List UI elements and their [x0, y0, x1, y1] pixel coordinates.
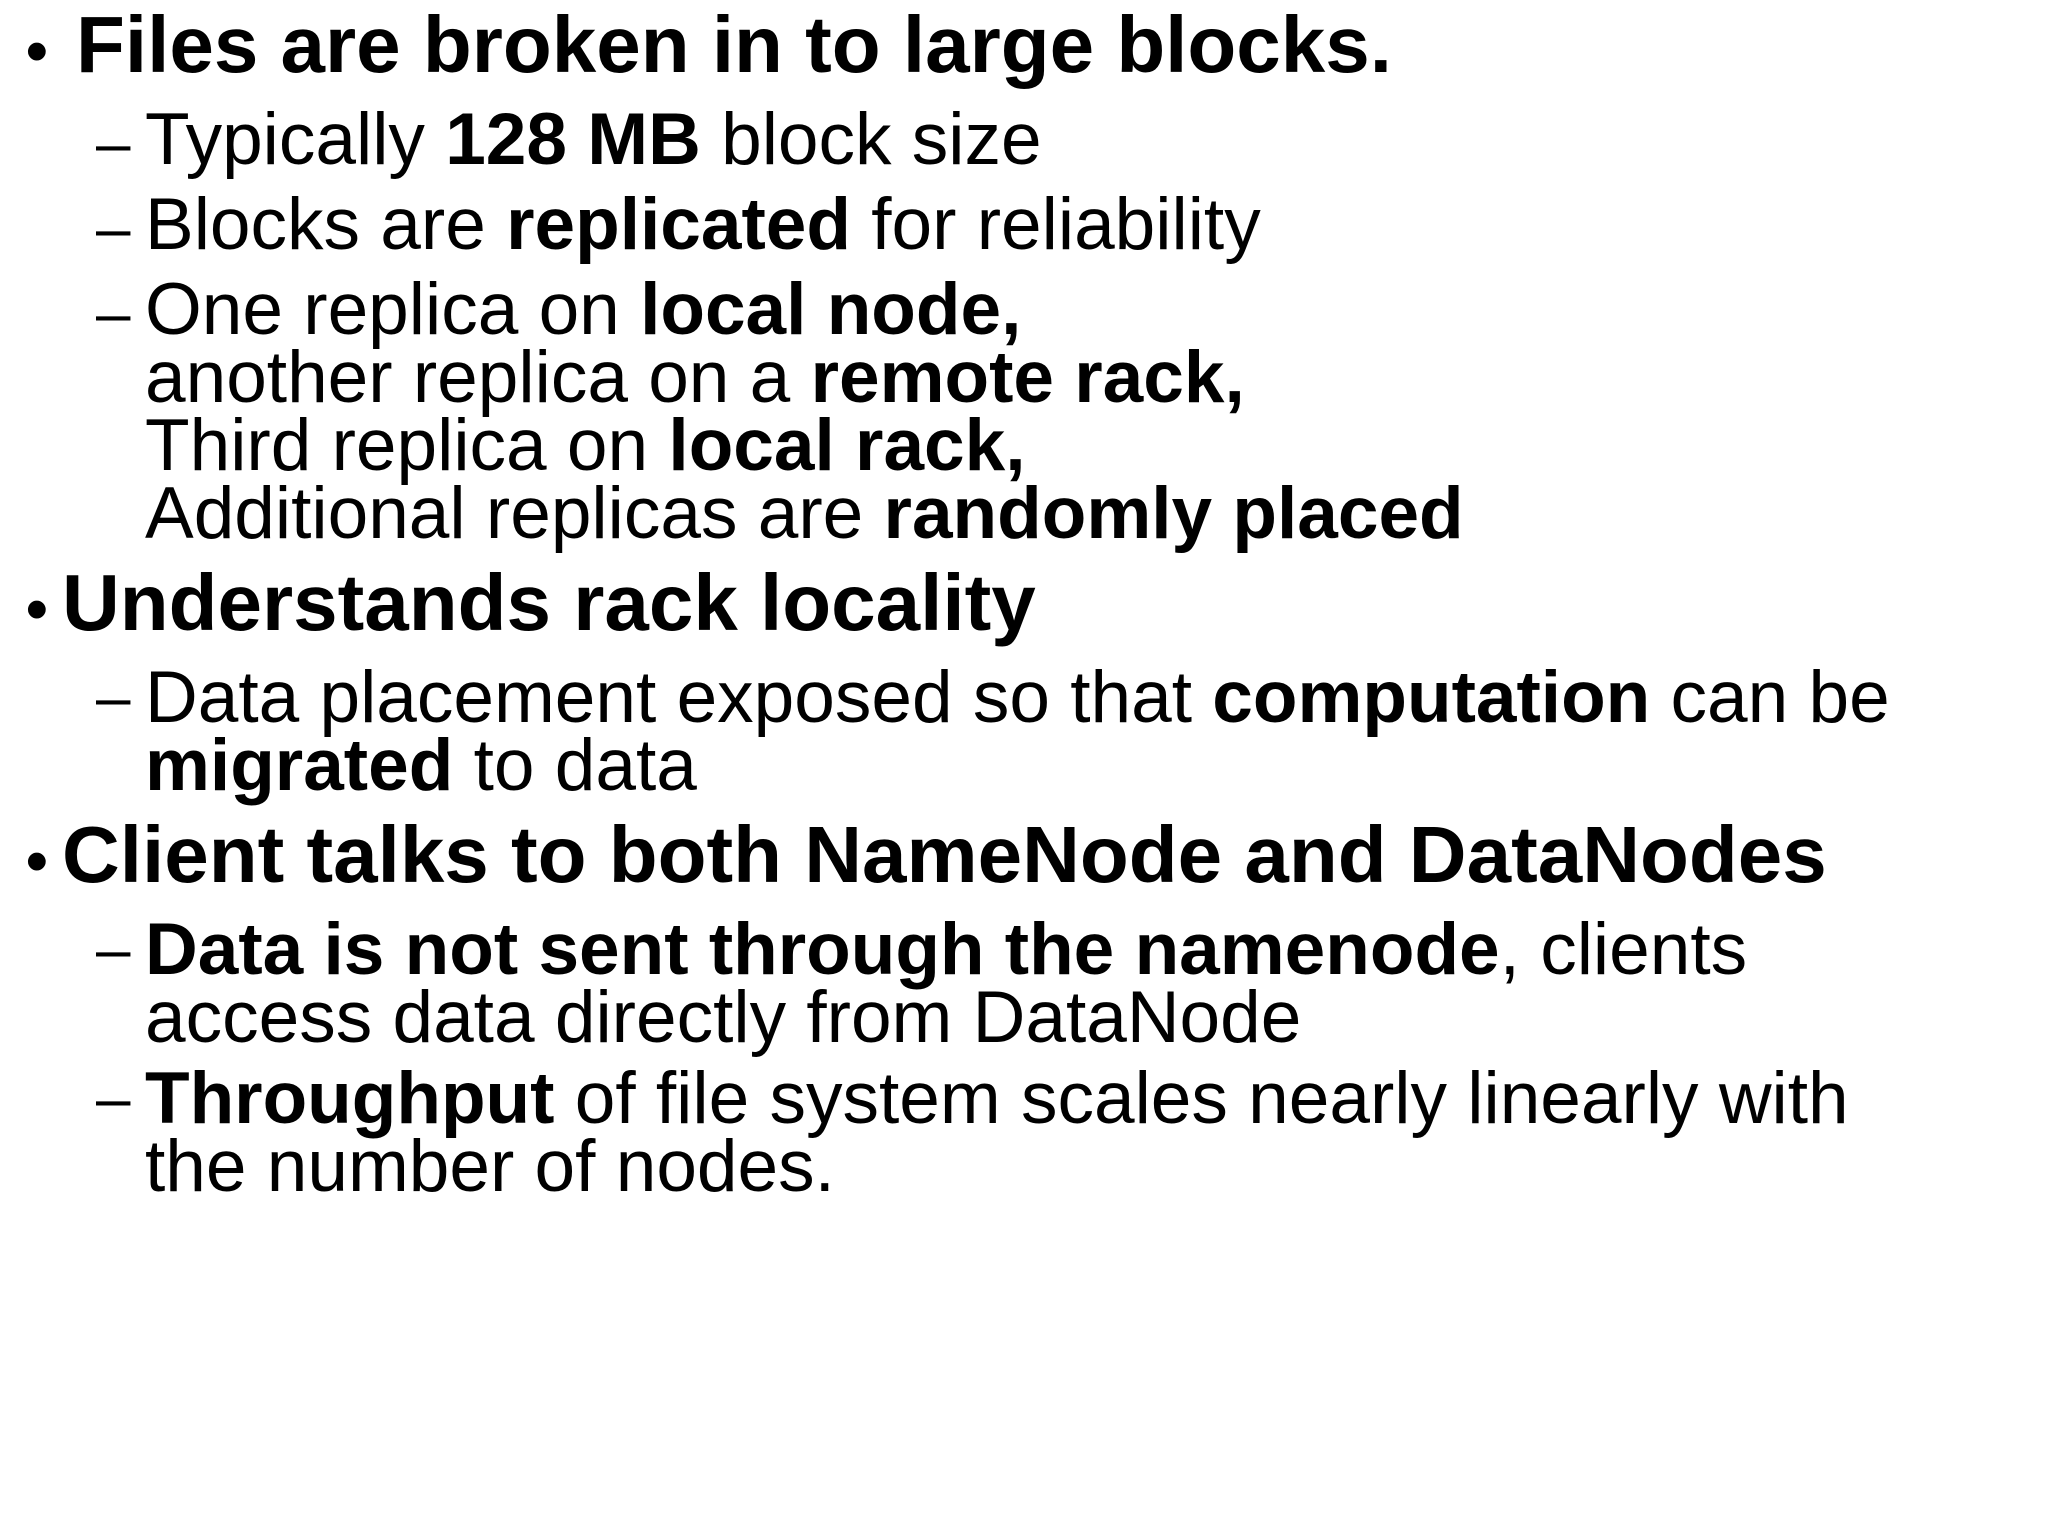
- bullet-level2-body: Blocks are replicated for reliability: [145, 188, 1261, 261]
- placement-line-2: another replica on a remote rack,: [145, 341, 1464, 414]
- run-text-bold: computation: [1212, 657, 1651, 738]
- bullet-dash-icon: –: [96, 194, 131, 263]
- bullet-level2-data-placement: – Data placement exposed so that computa…: [0, 661, 2048, 802]
- bullet-dot-icon: •: [26, 17, 48, 86]
- run-text: Third replica on: [145, 405, 669, 486]
- run-text-bold: migrated: [145, 725, 454, 806]
- bullet-level2-throughput: – Throughput of file system scales nearl…: [0, 1062, 2048, 1203]
- run-text: another replica on a: [145, 337, 811, 418]
- run-text-bold: replicated: [506, 184, 851, 265]
- bullet-level2-body: Typically 128 MB block size: [145, 103, 1042, 176]
- placement-line-3: Third replica on local rack,: [145, 409, 1464, 482]
- run-text: , clients access data directly from Data…: [145, 909, 1748, 1058]
- bullet-dot-icon: •: [26, 827, 48, 896]
- bullet-dot-icon: •: [26, 575, 48, 644]
- bullet-level1-text: Client talks to both NameNode and DataNo…: [62, 810, 1827, 899]
- placement-line-1: One replica on local node,: [145, 273, 1464, 346]
- bullet-level2-body: Data is not sent through the namenode, c…: [145, 913, 1935, 1054]
- bullet-level1-files: • Files are broken in to large blocks.: [0, 4, 2048, 93]
- run-text: Typically: [145, 99, 446, 180]
- run-text-bold: Data is not sent through the namenode: [145, 909, 1500, 990]
- run-text: Blocks are: [145, 184, 507, 265]
- run-text: can be: [1650, 657, 1890, 738]
- bullet-level2-replication: – Blocks are replicated for reliability: [0, 188, 2048, 263]
- bullet-level2-body: One replica on local node, another repli…: [145, 273, 1464, 550]
- run-text-bold: remote rack,: [810, 337, 1245, 418]
- bullet-level2-body: Throughput of file system scales nearly …: [145, 1062, 1935, 1203]
- run-text-bold: local rack,: [668, 405, 1026, 486]
- bullet-level2-blocksize: – Typically 128 MB block size: [0, 103, 2048, 178]
- bullet-level1-client-talks: • Client talks to both NameNode and Data…: [0, 814, 2048, 903]
- run-text: One replica on: [145, 269, 641, 350]
- run-text: to data: [453, 725, 697, 806]
- bullet-level1-text: Understands rack locality: [62, 558, 1036, 647]
- run-text: block size: [700, 99, 1042, 180]
- run-text: of file system scales nearly linearly wi…: [145, 1058, 1849, 1207]
- run-text: Additional replicas are: [145, 473, 884, 554]
- run-text: for reliability: [850, 184, 1261, 265]
- bullet-dash-icon: –: [96, 663, 131, 732]
- bullet-dash-icon: –: [96, 279, 131, 348]
- bullet-dash-icon: –: [96, 915, 131, 984]
- bullet-level2-replica-placement: – One replica on local node, another rep…: [0, 273, 2048, 550]
- run-text-bold: 128 MB: [445, 99, 701, 180]
- bullet-level2-namenode-bypass: – Data is not sent through the namenode,…: [0, 913, 2048, 1054]
- run-text-bold: randomly placed: [883, 473, 1464, 554]
- placement-line-4: Additional replicas are randomly placed: [145, 477, 1464, 550]
- run-text-bold: Throughput: [145, 1058, 555, 1139]
- bullet-dash-icon: –: [96, 1064, 131, 1133]
- run-text-bold: local node,: [640, 269, 1022, 350]
- bullet-level2-body: Data placement exposed so that computati…: [145, 661, 1935, 802]
- bullet-dash-icon: –: [96, 109, 131, 178]
- bullet-level1-rack-locality: • Understands rack locality: [0, 562, 2048, 651]
- run-text: Data placement exposed so that: [145, 657, 1213, 738]
- bullet-list: • Files are broken in to large blocks. –…: [0, 4, 2048, 1204]
- bullet-level1-text: Files are broken in to large blocks.: [76, 0, 1392, 89]
